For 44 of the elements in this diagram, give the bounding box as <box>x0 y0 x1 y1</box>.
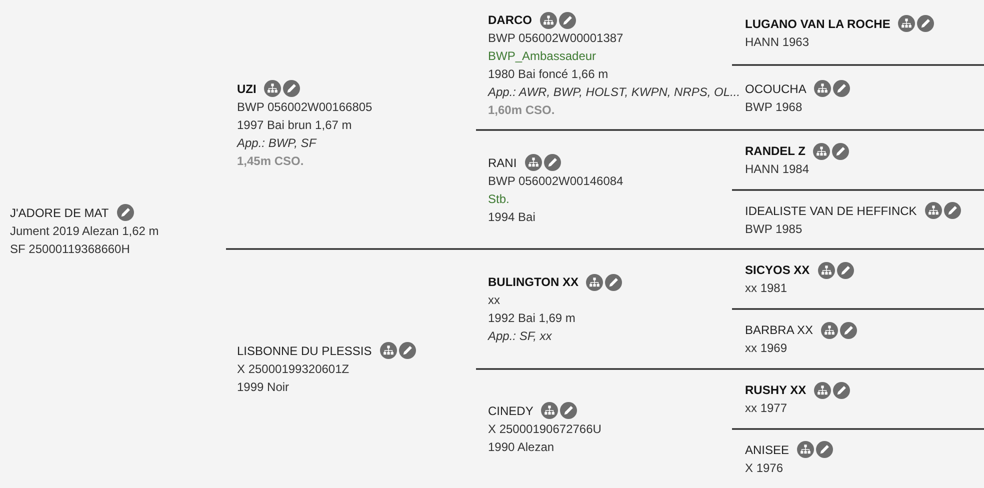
horse-name: UZI <box>237 80 256 98</box>
horse-name: J'ADORE DE MAT <box>10 204 109 222</box>
horse-details: 1999 Noir <box>237 378 290 396</box>
horse-name: OCOUCHA <box>745 80 806 98</box>
horse-name: RANDEL Z <box>745 143 806 160</box>
performance-text: 1,60m CSO. <box>488 102 555 119</box>
studbook-status: BWP_Ambassadeur <box>488 48 596 65</box>
horse-name: SICYOS XX <box>745 262 810 279</box>
horse-details: BWP 1968 <box>745 98 802 116</box>
horse-details: xx 1981 <box>745 280 788 297</box>
approvals-text: App.: AWR, BWP, HOLST, KWPN, NRPS, OL... <box>488 84 740 101</box>
horse-name: LISBONNE DU PLESSIS <box>237 342 372 360</box>
horse-details: BWP 056002W00146084 <box>488 172 624 190</box>
horse-details: 1994 Bai <box>488 208 536 226</box>
horse-name: BULINGTON XX <box>488 274 578 291</box>
horse-details: 1980 Bai foncé 1,66 m <box>488 66 608 83</box>
horse-details: 1997 Bai brun 1,67 m <box>237 116 352 134</box>
horse-details: xx <box>488 292 500 309</box>
horse-name: RUSHY XX <box>745 382 806 399</box>
performance-text: 1,45m CSO. <box>237 152 304 170</box>
horse-name: IDEALISTE VAN DE HEFFINCK <box>745 202 917 220</box>
horse-details: BWP 1985 <box>745 220 802 238</box>
approvals-text: App.: SF, xx <box>488 328 552 345</box>
horse-name: RANI <box>488 154 517 172</box>
horse-details: Jument 2019 Alezan 1,62 m <box>10 222 159 240</box>
horse-name: BARBRA XX <box>745 322 814 339</box>
horse-details: HANN 1984 <box>745 161 810 178</box>
horse-details: X 25000199320601Z <box>237 360 350 378</box>
horse-details: 1990 Alezan <box>488 438 554 456</box>
horse-name: ANISEE <box>745 442 790 458</box>
horse-details: BWP 056002W00001387 <box>488 30 624 47</box>
horse-name: CINEDY <box>488 402 534 420</box>
horse-name: DARCO <box>488 12 532 29</box>
horse-details: xx 1969 <box>745 340 788 357</box>
horse-name: LUGANO VAN LA ROCHE <box>745 16 890 32</box>
horse-details: X 1976 <box>745 460 784 476</box>
horse-details: SF 25000119368660H <box>10 240 130 258</box>
horse-details: xx 1977 <box>745 400 788 417</box>
approvals-text: App.: BWP, SF <box>237 134 316 152</box>
horse-details: BWP 056002W00166805 <box>237 98 372 116</box>
horse-details: 1992 Bai 1,69 m <box>488 310 576 327</box>
horse-details: HANN 1963 <box>745 34 810 50</box>
horse-details: X 25000190672766U <box>488 420 602 438</box>
studbook-status: Stb. <box>488 190 510 208</box>
